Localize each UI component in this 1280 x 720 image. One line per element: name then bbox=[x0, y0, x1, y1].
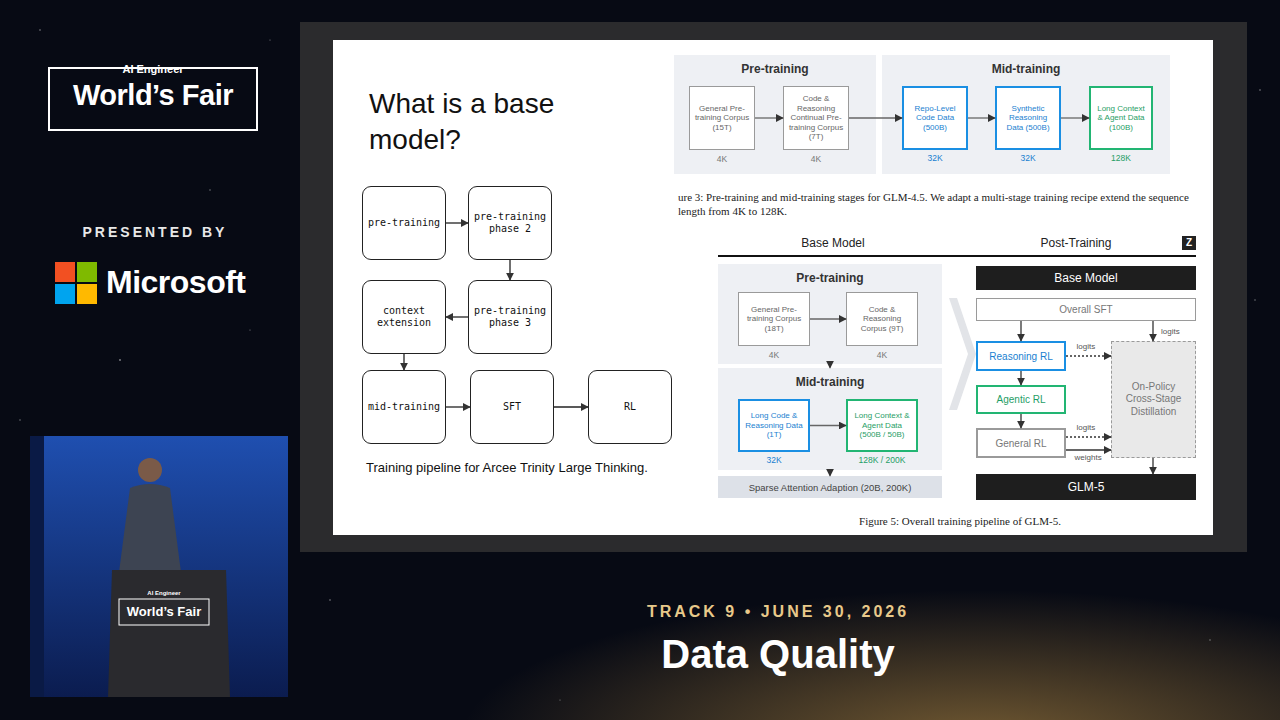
stage-band: Mid-trainingRepo-Level Code Data (500B)3… bbox=[882, 55, 1170, 174]
sketch-box: RL bbox=[588, 370, 672, 444]
sponsor-heading: PRESENTED BY bbox=[60, 224, 250, 240]
flow-arrow bbox=[1020, 414, 1021, 428]
context-length: 4K bbox=[774, 154, 858, 164]
sketch-box: SFT bbox=[470, 370, 554, 444]
flow-arrow bbox=[509, 260, 510, 280]
logo-mark: Z bbox=[1182, 236, 1196, 250]
node-text: General Pre-training Corpus (18T) bbox=[742, 305, 806, 334]
data-box: Synthetic Reasoning Data (500B)32K bbox=[995, 86, 1061, 150]
data-box: Repo-Level Code Data (500B)32K bbox=[902, 86, 968, 150]
figure-caption: Training pipeline for Arcee Trinity Larg… bbox=[366, 460, 686, 475]
podium-logo-small: AI Engineer bbox=[119, 590, 209, 596]
sketch-box: mid-training bbox=[362, 370, 446, 444]
data-box: General Pre-training Corpus (18T)4K bbox=[738, 292, 810, 346]
flow-arrow bbox=[1066, 449, 1111, 450]
figure-caption: Figure 5: Overall training pipeline of G… bbox=[760, 515, 1160, 527]
model-box: GLM-5 bbox=[976, 474, 1196, 500]
stage-band: Pre-trainingGeneral Pre-training Corpus … bbox=[674, 55, 876, 174]
node-text: Long Context & Agent Data (100B) bbox=[1094, 104, 1148, 133]
context-length: 4K bbox=[680, 154, 764, 164]
section-heading: Post-Training bbox=[976, 236, 1176, 250]
data-box: Long Code & Reasoning Data (1T)32K bbox=[738, 399, 810, 452]
data-box: Code & Reasoning Corpus (9T)4K bbox=[846, 292, 918, 346]
node-text: General Pre-training Corpus (15T) bbox=[693, 104, 751, 133]
podium-logo: World’s Fair bbox=[119, 604, 209, 619]
distillation-box: On-Policy Cross-Stage Distillation bbox=[1111, 341, 1196, 458]
node-text: Code & Reasoning Continual Pre-training … bbox=[787, 94, 845, 142]
node-text: Repo-Level Code Data (500B) bbox=[907, 104, 963, 133]
node-text: context extension bbox=[367, 305, 441, 330]
node-text: RL bbox=[624, 401, 636, 414]
model-box: Base Model bbox=[976, 266, 1196, 290]
band-title: Pre-training bbox=[674, 62, 876, 76]
context-length: 32K bbox=[894, 153, 976, 163]
process-box: Sparse Attention Adaption (20B, 200K) bbox=[718, 476, 942, 498]
node-text: pre-training phase 2 bbox=[473, 211, 547, 236]
band-title: Pre-training bbox=[718, 271, 942, 285]
flow-arrow bbox=[446, 316, 468, 317]
node-text: Overall SFT bbox=[1059, 304, 1112, 315]
sponsor-name: Microsoft bbox=[106, 264, 276, 301]
context-length: 128K bbox=[1081, 153, 1161, 163]
node-text: pre-training phase 3 bbox=[473, 305, 547, 330]
process-box: Agentic RL bbox=[976, 385, 1066, 414]
section-heading: Base Model bbox=[718, 236, 948, 250]
edge-label: weights bbox=[1075, 453, 1102, 462]
edge-label: logits bbox=[1077, 423, 1096, 432]
node-text: Long Code & Reasoning Data (1T) bbox=[743, 411, 805, 440]
flow-arrow bbox=[1020, 371, 1021, 385]
node-text: SFT bbox=[503, 401, 521, 414]
sketch-box: context extension bbox=[362, 280, 446, 354]
figure-caption: ure 3: Pre-training and mid-training sta… bbox=[678, 190, 1198, 218]
flow-arrow bbox=[554, 406, 588, 407]
node-text: mid-training bbox=[368, 401, 440, 414]
track-info: TRACK 9 • JUNE 30, 2026 bbox=[560, 603, 996, 621]
edge-label: logits bbox=[1077, 342, 1096, 351]
node-text: Synthetic Reasoning Data (500B) bbox=[1000, 104, 1056, 133]
node-text: General RL bbox=[995, 438, 1046, 449]
process-box: Overall SFT bbox=[976, 298, 1196, 321]
flow-arrow bbox=[446, 406, 470, 407]
sketch-box: pre-training phase 3 bbox=[468, 280, 552, 354]
node-text: pre-training bbox=[368, 217, 440, 230]
context-length: 32K bbox=[987, 153, 1069, 163]
edge-label: logits bbox=[1161, 327, 1180, 336]
sketch-box: pre-training bbox=[362, 186, 446, 260]
node-text: On-Policy Cross-Stage Distillation bbox=[1116, 381, 1191, 419]
node-text: Sparse Attention Adaption (20B, 200K) bbox=[749, 482, 912, 493]
data-box: General Pre-training Corpus (15T)4K bbox=[689, 86, 755, 150]
context-length: 32K bbox=[730, 455, 818, 465]
context-length: 128K / 200K bbox=[838, 455, 926, 465]
flow-arrow bbox=[1152, 458, 1153, 474]
band-title: Mid-training bbox=[882, 62, 1170, 76]
context-length: 4K bbox=[837, 350, 927, 360]
data-box: Long Context & Agent Data (100B)128K bbox=[1089, 86, 1153, 150]
node-text: Long Context & Agent Data (500B / 50B) bbox=[851, 411, 913, 440]
flow-arrow bbox=[446, 222, 468, 223]
node-text: Agentic RL bbox=[997, 394, 1046, 405]
stage-band: Pre-trainingGeneral Pre-training Corpus … bbox=[718, 264, 942, 364]
node-text: GLM-5 bbox=[1068, 480, 1105, 494]
slide-title: What is a base model? bbox=[369, 86, 609, 159]
event-logo-small: AI Engineer bbox=[98, 63, 208, 75]
data-box: Long Context & Agent Data (500B / 50B)12… bbox=[846, 399, 918, 452]
node-text: Code & Reasoning Corpus (9T) bbox=[850, 305, 914, 334]
sketch-box: pre-training phase 2 bbox=[468, 186, 552, 260]
context-length: 4K bbox=[729, 350, 819, 360]
node-text: Reasoning RL bbox=[989, 351, 1052, 362]
stage-band: Mid-trainingLong Code & Reasoning Data (… bbox=[718, 368, 942, 470]
flow-arrow bbox=[1152, 321, 1153, 341]
process-box: Reasoning RL bbox=[976, 341, 1066, 371]
flow-arrow bbox=[1066, 355, 1111, 356]
flow-arrow bbox=[1020, 321, 1021, 341]
process-box: General RL bbox=[976, 428, 1066, 458]
talk-title: Data Quality bbox=[560, 632, 996, 677]
band-title: Mid-training bbox=[718, 375, 942, 389]
flow-arrow bbox=[403, 354, 404, 370]
flow-arrow bbox=[1066, 436, 1111, 437]
data-box: Code & Reasoning Continual Pre-training … bbox=[783, 86, 849, 150]
event-logo: World’s Fair bbox=[49, 79, 257, 112]
node-text: Base Model bbox=[1054, 271, 1117, 285]
